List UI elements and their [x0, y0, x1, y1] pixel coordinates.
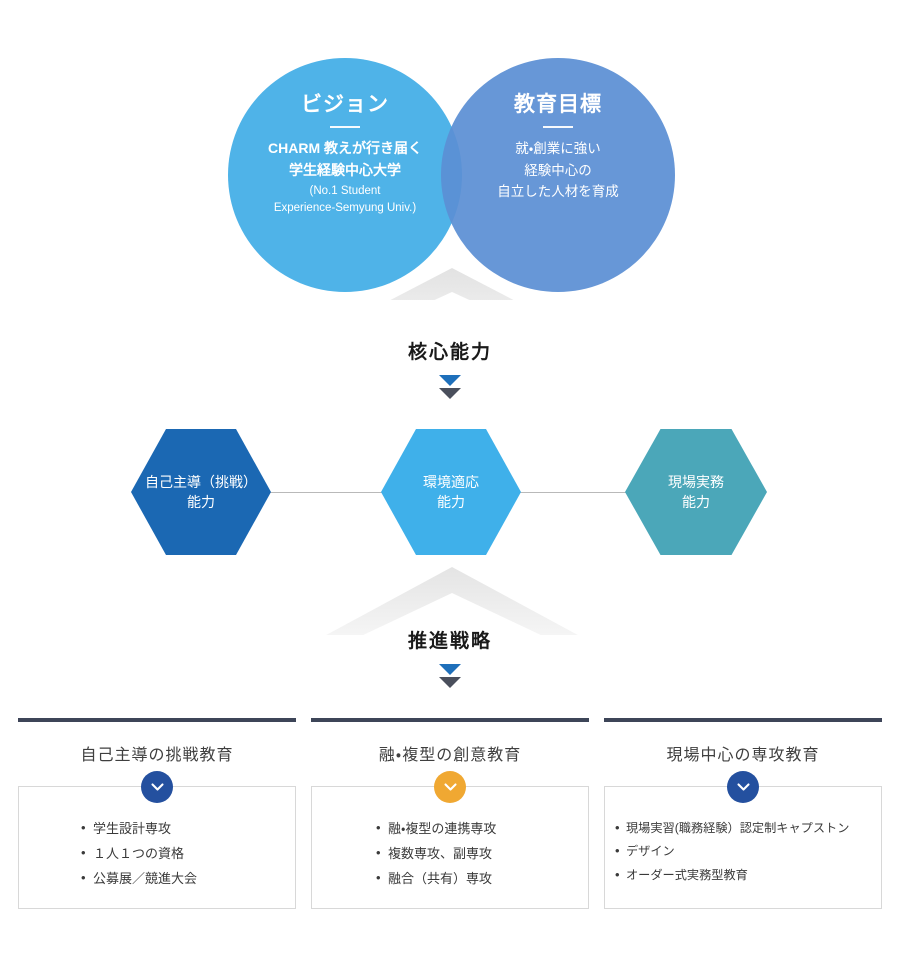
- goal-circle: [441, 58, 675, 292]
- hex-connector-left: [262, 492, 392, 493]
- chevron-down-icon[interactable]: [434, 771, 466, 803]
- panel-title: 融・複型の創意教育: [378, 747, 522, 764]
- core-ability-label: 核心能力: [407, 342, 492, 363]
- panel-title: 自己主導の挑戦教育: [80, 747, 234, 764]
- triangle-down-gray-icon: [439, 388, 461, 399]
- strategy-label: 推進戦略: [407, 631, 492, 652]
- panel-title: 現場中心の専攻教育: [666, 747, 820, 764]
- list-item: 公募展／競進大会: [81, 866, 295, 892]
- list-item: デザイン: [615, 839, 881, 864]
- hexagon-field-practice[interactable]: 現場実務 能力: [625, 429, 767, 555]
- vision-circle: [228, 58, 462, 292]
- panel-topbar: [311, 718, 589, 722]
- triangle-down-blue-icon: [439, 664, 461, 675]
- hexagon-label: 環境適応 能力: [423, 473, 479, 510]
- panel-body: 現場実習(職務経験）認定制キャプストン デザイン オーダー式実務型教育: [604, 771, 882, 909]
- panel-field-centered-major: 現場中心の専攻教育 現場実習(職務経験）認定制キャプストン デザイン オーダー式…: [604, 718, 882, 938]
- hex-connector-right: [512, 492, 640, 493]
- list-item: 複数専攻、副専攻: [376, 841, 588, 867]
- hexagon-self-directed[interactable]: 自己主導（挑戦） 能力: [131, 429, 271, 555]
- triangle-down-gray-icon: [439, 677, 461, 688]
- panel-item-list: 現場実習(職務経験）認定制キャプストン デザイン オーダー式実務型教育: [605, 787, 881, 888]
- panel-convergence-creative: 融・複型の創意教育 融・複型の連携専攻 複数専攻、副専攻 融合（共有）専攻: [311, 718, 589, 938]
- core-ability-hexagons: 自己主導（挑戦） 能力 環境適応 能力 現場実務 能力: [0, 420, 900, 565]
- up-chevron-decoration: [390, 268, 514, 300]
- hexagon-label: 自己主導（挑戦） 能力: [145, 473, 257, 510]
- list-item: 学生設計専攻: [81, 816, 295, 842]
- chevron-down-icon[interactable]: [727, 771, 759, 803]
- list-item: 融合（共有）専攻: [376, 866, 588, 892]
- chevron-down-icon[interactable]: [141, 771, 173, 803]
- triangle-down-blue-icon: [439, 375, 461, 386]
- list-item: 融・複型の連携専攻: [376, 816, 588, 842]
- panel-topbar: [604, 718, 882, 722]
- panel-self-directed-challenge: 自己主導の挑戦教育 学生設計専攻 １人１つの資格 公募展／競進大会: [18, 718, 296, 938]
- core-down-arrows: [435, 375, 465, 399]
- strategy-panels: 自己主導の挑戦教育 学生設計専攻 １人１つの資格 公募展／競進大会 融・複型の創…: [0, 718, 900, 938]
- panel-topbar: [18, 718, 296, 722]
- hexagon-adaptability[interactable]: 環境適応 能力: [381, 429, 521, 555]
- panel-item-list: 学生設計専攻 １人１つの資格 公募展／競進大会: [19, 787, 295, 892]
- up-chevron-decoration-lower: [326, 567, 578, 635]
- list-item: 現場実習(職務経験）認定制キャプストン: [615, 816, 881, 841]
- list-item: オーダー式実務型教育: [615, 863, 881, 888]
- strategy-down-arrows: [435, 664, 465, 688]
- venn-circles-svg: [228, 58, 675, 300]
- list-item: １人１つの資格: [81, 841, 295, 867]
- panel-body: 学生設計専攻 １人１つの資格 公募展／競進大会: [18, 771, 296, 909]
- panel-body: 融・複型の連携専攻 複数専攻、副専攻 融合（共有）専攻: [311, 771, 589, 909]
- panel-item-list: 融・複型の連携専攻 複数専攻、副専攻 融合（共有）専攻: [312, 787, 588, 892]
- hexagon-label: 現場実務 能力: [668, 473, 724, 510]
- venn-diagram: ビジョン CHARM 教えが行き届く 学生経験中心大学 (No.1 Studen…: [0, 0, 900, 300]
